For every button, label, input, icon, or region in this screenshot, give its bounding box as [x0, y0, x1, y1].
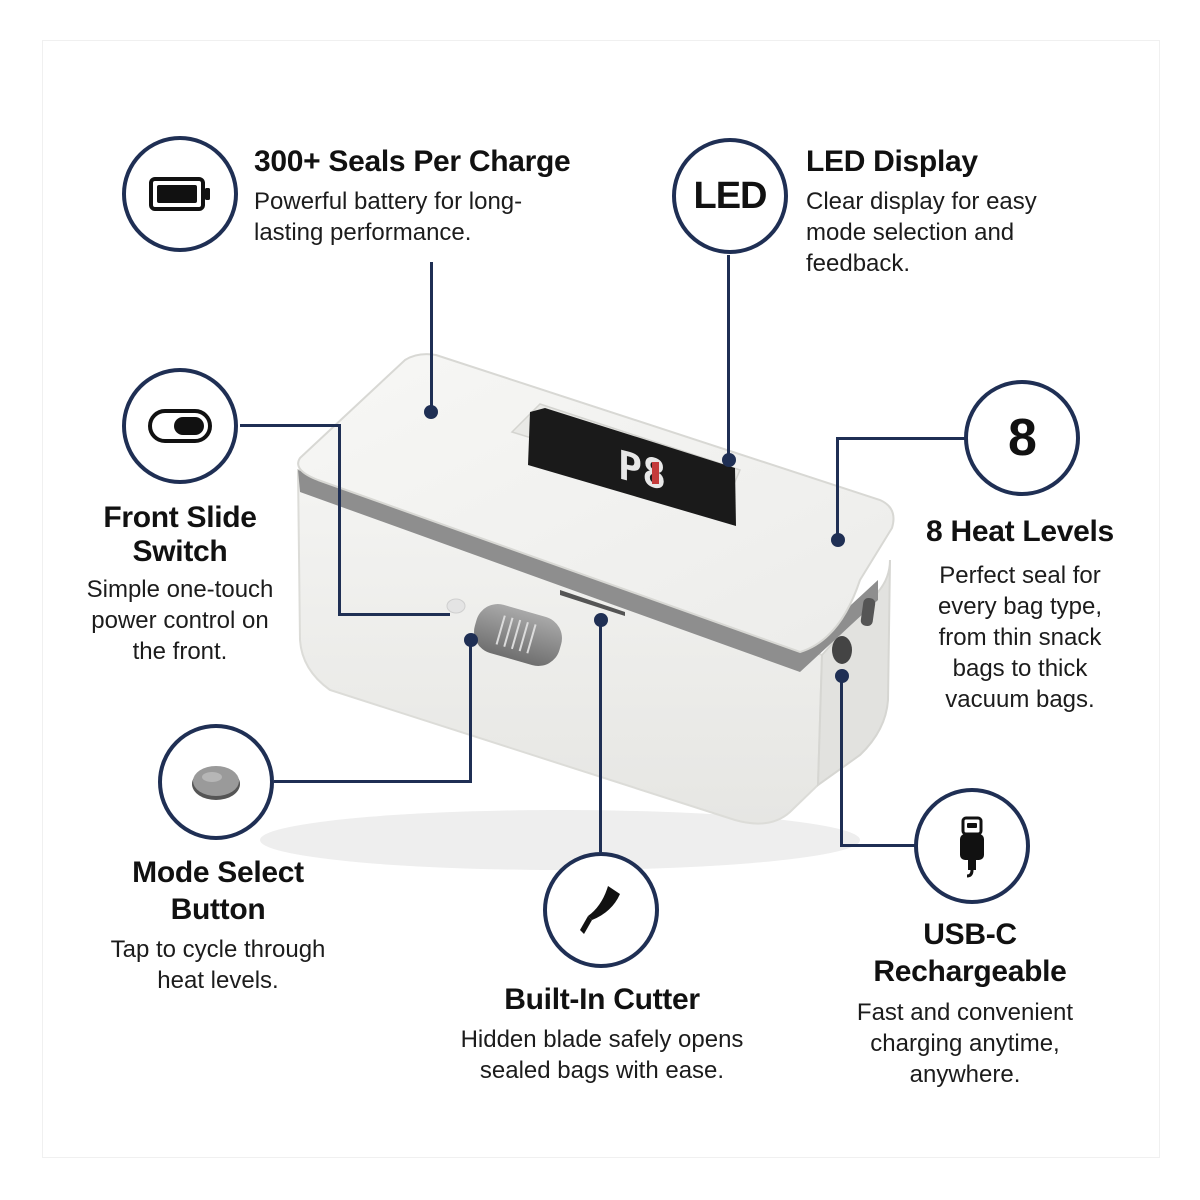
- cutter-feature-desc-2: sealed bags with ease.: [479, 1057, 725, 1084]
- leader-led: [727, 255, 730, 460]
- leader-heat-h: [838, 437, 966, 440]
- usb-feature-title-1: USB-C: [923, 918, 1017, 951]
- usb-feature-badge: [914, 788, 1030, 904]
- leader-dot-heat: [831, 533, 845, 547]
- switch-feature-desc-1: Simple one-touch: [86, 576, 274, 603]
- led-feature-title: LED Display: [806, 145, 978, 178]
- switch-feature-desc-3: the front.: [132, 638, 228, 665]
- image-frame: [42, 40, 1160, 1158]
- usb-c-plug-icon: [960, 816, 984, 878]
- leader-dot-usb: [835, 669, 849, 683]
- led-indicator: [652, 462, 659, 484]
- heat-feature-desc-4: bags to thick: [952, 655, 1088, 682]
- heat-feature-desc-5: vacuum bags.: [945, 686, 1095, 713]
- round-button-icon: [192, 766, 240, 800]
- switch-feature-badge: [122, 368, 238, 484]
- blade-icon: [580, 886, 620, 934]
- leader-heat-v: [836, 437, 839, 539]
- usb-feature-desc-2: charging anytime,: [870, 1030, 1060, 1057]
- battery-feature-title: 300+ Seals Per Charge: [254, 145, 571, 178]
- leader-usb-h: [840, 844, 918, 847]
- slide-switch-knob: [474, 604, 562, 666]
- toggle-switch-icon: [148, 409, 212, 443]
- leader-cutter: [599, 620, 602, 852]
- heat-feature-desc-1: Perfect seal for: [939, 562, 1101, 589]
- switch-feature-title-1: Front Slide: [103, 501, 257, 534]
- heat-feature-desc-2: every bag type,: [937, 593, 1103, 620]
- mode-feature-desc-1: Tap to cycle through: [110, 936, 326, 963]
- led-feature-desc-2: mode selection and: [806, 219, 1015, 246]
- led-display-screen: [528, 408, 736, 526]
- battery-feature-badge: [122, 136, 238, 252]
- battery-feature-desc-1: Powerful battery for long-: [254, 188, 523, 215]
- switch-feature-title-2: Switch: [132, 535, 228, 568]
- heat-feature-title: 8 Heat Levels: [926, 515, 1114, 548]
- cutter-feature-title: Built-In Cutter: [504, 983, 700, 1016]
- leader-switch-h2: [338, 613, 450, 616]
- cutter-feature-desc-1: Hidden blade safely opens: [460, 1026, 744, 1053]
- status-light: [446, 598, 466, 614]
- device-seam: [298, 470, 878, 672]
- side-mode-button: [832, 636, 852, 664]
- usb-feature-desc-3: anywhere.: [909, 1061, 1021, 1088]
- battery-feature-desc-2: lasting performance.: [254, 219, 472, 246]
- usb-c-port: [860, 597, 876, 627]
- device-lid: [297, 353, 895, 654]
- slide-switch-ridges: [495, 615, 537, 654]
- switch-feature-desc-2: power control on: [91, 607, 269, 634]
- leader-mode-v: [469, 640, 472, 783]
- leader-dot-mode: [464, 633, 478, 647]
- led-feature-badge: LED: [672, 138, 788, 254]
- mode-feature-desc-2: heat levels.: [157, 967, 279, 994]
- usb-feature-title-2: Rechargeable: [873, 955, 1067, 988]
- mode-feature-badge: [158, 724, 274, 840]
- heat-feature-badge: 8: [964, 380, 1080, 496]
- leader-dot-cutter: [594, 613, 608, 627]
- usb-feature-desc-1: Fast and convenient: [856, 999, 1074, 1026]
- battery-icon: [149, 177, 210, 211]
- heat-icon-text: 8: [1008, 409, 1037, 467]
- heat-feature-desc-3: from thin snack: [938, 624, 1102, 651]
- leader-usb-v: [840, 676, 843, 846]
- leader-switch-v: [338, 424, 341, 616]
- cutter-slot: [560, 590, 625, 616]
- led-feature-desc-1: Clear display for easy: [806, 188, 1037, 215]
- leader-dot-led: [722, 453, 736, 467]
- device-shadow: [260, 810, 860, 870]
- leader-mode-h: [274, 780, 472, 783]
- leader-battery: [430, 262, 433, 412]
- led-feature-desc-3: feedback.: [806, 250, 911, 277]
- cutter-feature-badge: [543, 852, 659, 968]
- mode-feature-title-1: Mode Select: [132, 856, 304, 889]
- mode-feature-title-2: Button: [170, 893, 266, 926]
- led-icon-text: LED: [693, 174, 768, 217]
- leader-switch-h: [240, 424, 340, 427]
- leader-dot-battery: [424, 405, 438, 419]
